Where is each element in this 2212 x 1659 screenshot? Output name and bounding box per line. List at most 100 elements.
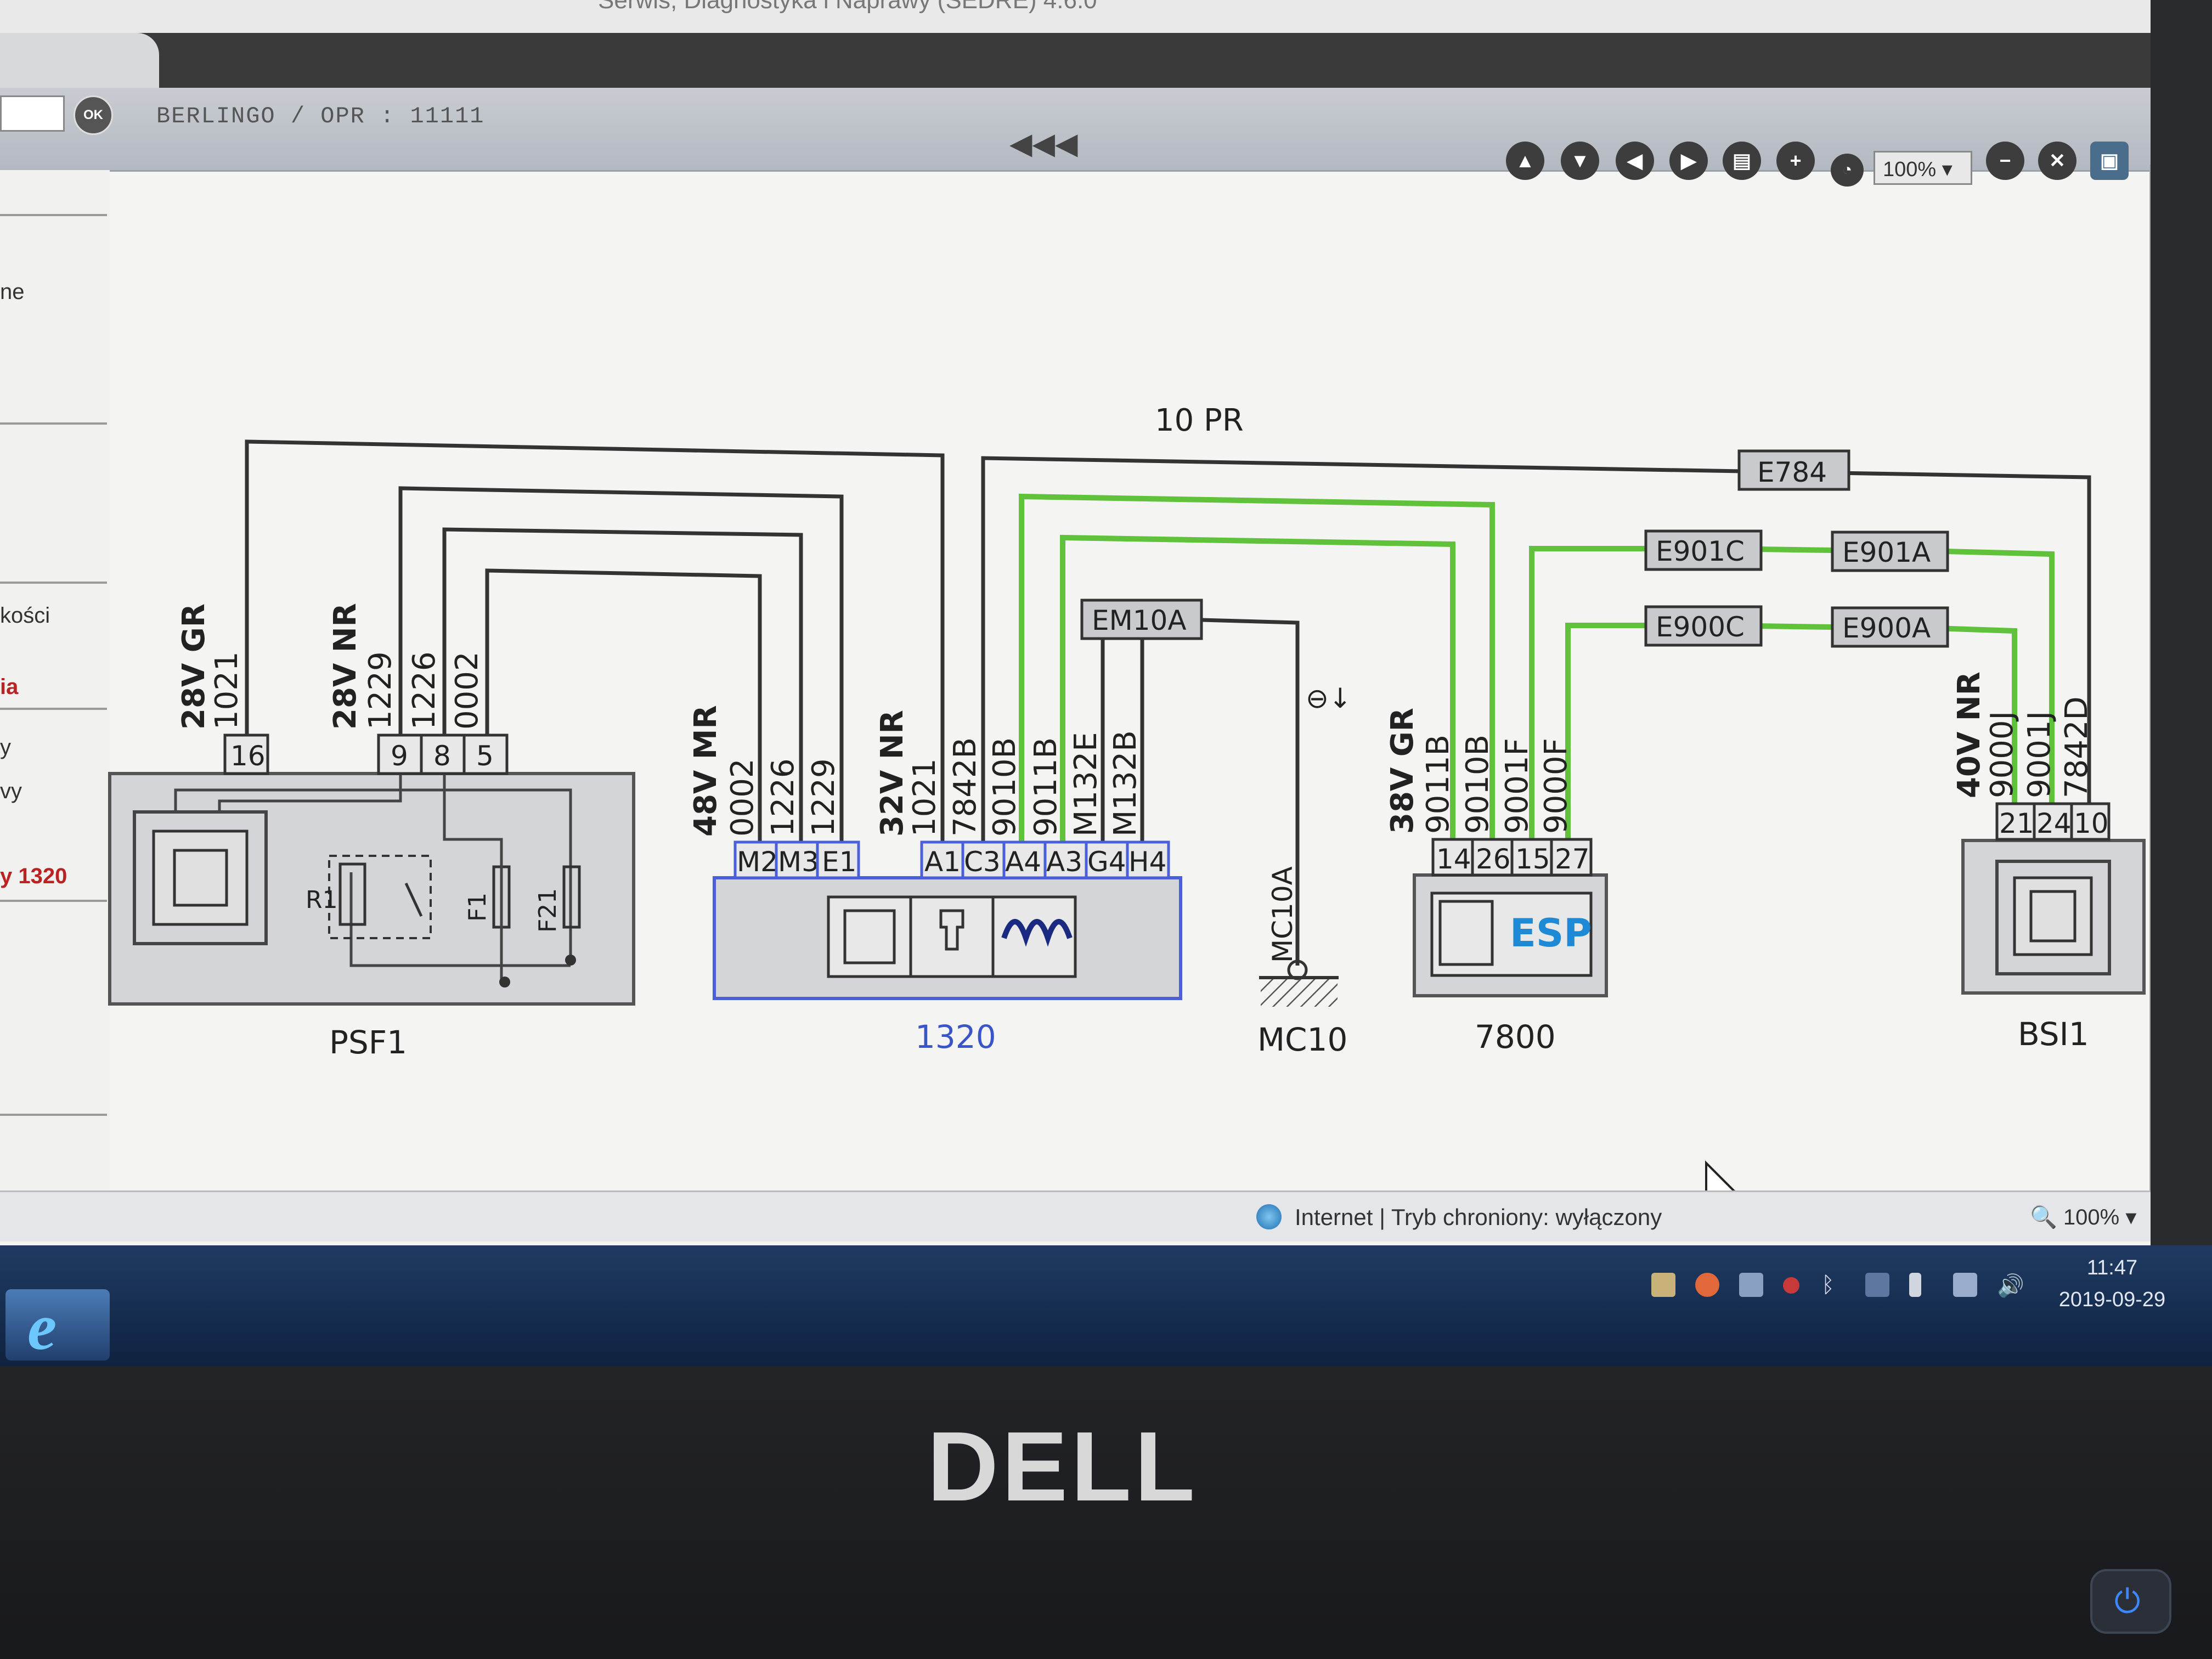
taskbar-clock[interactable]: 11:47 2019-09-29 xyxy=(2052,1252,2172,1316)
pin-label: 14 xyxy=(1436,843,1471,875)
pin-label: M2 xyxy=(737,846,778,878)
internet-explorer-icon: e xyxy=(27,1290,57,1363)
wire-label: 9000J xyxy=(1984,711,2020,798)
wire-label: 9010B xyxy=(1460,735,1496,834)
divider xyxy=(0,214,107,216)
zoom-icon[interactable]: ◔ xyxy=(1831,154,1864,187)
wire-group-label: 32V NR xyxy=(874,710,910,837)
pin-label: A4 xyxy=(1005,846,1041,878)
connector-e900a[interactable]: E900A xyxy=(1831,606,1949,648)
divider xyxy=(0,1114,107,1116)
divider xyxy=(0,900,107,902)
wire-9001f xyxy=(1529,546,1646,839)
pin-label: M3 xyxy=(778,846,819,878)
wire-label: 1229 xyxy=(806,758,842,837)
pin-label: 10 xyxy=(2074,808,2109,839)
laptop-bezel xyxy=(0,1366,2212,1659)
wire-label-mc10a: MC10A xyxy=(1267,866,1299,963)
module-7800[interactable]: ESP xyxy=(1413,873,1608,997)
module-psf1[interactable]: R1 F1 F21 xyxy=(108,768,635,1006)
zoom-in-icon[interactable]: + xyxy=(1776,142,1815,180)
arrow-left-icon[interactable]: ◀ xyxy=(1616,142,1654,180)
wire-label: 9001J xyxy=(2022,711,2057,798)
tray-network-device-icon[interactable] xyxy=(1865,1273,1889,1297)
security-zone-status: Internet | Tryb chroniony: wyłączony xyxy=(1295,1204,1662,1230)
psf1-pins: 16 9 8 5 xyxy=(223,733,509,775)
tray-stop-icon[interactable] xyxy=(1783,1277,1799,1294)
wire-group-label: 28V NR xyxy=(328,603,363,730)
wire-7842 xyxy=(981,456,2091,842)
connector-label: E900C xyxy=(1656,611,1745,643)
close-icon[interactable]: ✕ xyxy=(2038,142,2076,180)
print-icon[interactable]: ▤ xyxy=(1723,142,1761,180)
connector-e900c[interactable]: E900C xyxy=(1644,605,1763,647)
tray-sync-icon[interactable] xyxy=(1695,1273,1719,1297)
wire-label: 7842D xyxy=(2059,696,2095,798)
bluetooth-icon[interactable]: ᛒ xyxy=(1821,1273,1835,1297)
status-zoom[interactable]: 🔍 100% ▾ xyxy=(2030,1205,2137,1229)
connector-e901a[interactable]: E901A xyxy=(1831,531,1949,572)
pin-label: 5 xyxy=(476,740,494,772)
wire-label: 1021 xyxy=(907,758,943,837)
left-panel-item[interactable]: y xyxy=(0,735,11,759)
module-bsi1[interactable] xyxy=(1961,839,2146,995)
network-icon[interactable] xyxy=(1953,1273,1977,1297)
connector-e784[interactable]: E784 xyxy=(1737,449,1850,491)
internet-explorer-taskbar-button[interactable]: e xyxy=(5,1289,110,1363)
clock-time: 11:47 xyxy=(2086,1256,2138,1279)
wire-label: 1226 xyxy=(407,651,442,730)
clock-date: 2019-09-29 xyxy=(2058,1288,2166,1311)
arrow-down-icon[interactable]: ▼ xyxy=(1561,142,1599,180)
wire-9001j xyxy=(1903,548,2055,837)
system-tray: ᛒ 🔊 xyxy=(1651,1273,2035,1306)
wire-label: 9000F xyxy=(1538,738,1574,834)
chip-icon xyxy=(2029,890,2076,943)
pin-label: A3 xyxy=(1046,846,1082,878)
bus-label: 10 PR xyxy=(1155,403,1244,438)
left-panel-item[interactable]: kości xyxy=(0,603,50,628)
wires xyxy=(245,439,2091,966)
rewind-icon[interactable]: ◀◀◀ xyxy=(1009,127,1078,160)
wire-label: 9010B xyxy=(987,737,1023,837)
pin-label: 8 xyxy=(433,740,451,772)
zoom-select[interactable]: 100% ▾ xyxy=(1874,151,1972,185)
vertical-scrollbar[interactable] xyxy=(2149,165,2151,1196)
power-button[interactable]: ⏻ xyxy=(2090,1569,2171,1634)
part-label-r1: R1 xyxy=(306,886,338,914)
module-label-7800: 7800 xyxy=(1475,1018,1556,1056)
volume-icon[interactable]: 🔊 xyxy=(1997,1274,2024,1298)
battery-icon[interactable] xyxy=(1909,1273,1921,1297)
module-label-mc10: MC10 xyxy=(1257,1021,1347,1058)
ground-mc10[interactable] xyxy=(1259,960,1339,1007)
window-title: Serwis, Diagnostyka i Naprawy (SEDRE) 4.… xyxy=(598,0,1097,14)
ok-button[interactable]: OK xyxy=(74,95,113,135)
tray-display-icon[interactable] xyxy=(1739,1273,1763,1297)
connector-e901c[interactable]: E901C xyxy=(1644,529,1763,571)
chip-icon xyxy=(1438,900,1494,966)
m1320-wire-labels: 48V MR 0002 1226 1229 32V NR 1021 7842B … xyxy=(688,705,1143,837)
zoom-out-icon[interactable]: − xyxy=(1986,142,2024,180)
window-titlebar: Serwis, Diagnostyka i Naprawy (SEDRE) 4.… xyxy=(0,0,2151,33)
arrow-up-icon[interactable]: ▲ xyxy=(1506,142,1544,180)
left-panel-item[interactable]: vy xyxy=(0,779,22,803)
search-input[interactable] xyxy=(0,95,65,132)
power-icon: ⏻ xyxy=(2114,1583,2141,1620)
module-1320[interactable] xyxy=(713,876,1182,1000)
injector-icon xyxy=(939,909,964,951)
pin-label: 9 xyxy=(391,740,408,772)
left-panel-item[interactable]: ne xyxy=(0,280,25,304)
m1320-pins: M2 M3 E1 A1 C3 A4 A3 G4 H4 xyxy=(733,840,1170,879)
chip-icon xyxy=(173,849,228,907)
window-icon[interactable]: ▣ xyxy=(2090,142,2129,180)
header-tab[interactable] xyxy=(0,33,159,88)
left-panel-item[interactable]: ia xyxy=(0,675,19,699)
app-toolbar: OK BERLINGO / OPR : 11111 ◀◀◀ ▲ ▼ ◀ ▶ ▤ … xyxy=(0,88,2151,187)
esp-chip-label: ESP xyxy=(1510,911,1592,956)
left-panel-item[interactable]: y 1320 xyxy=(0,864,67,888)
tray-app-icon[interactable] xyxy=(1651,1273,1675,1297)
connector-em10a[interactable]: EM10A xyxy=(1080,599,1203,640)
wire-9010b xyxy=(1019,493,1495,842)
module-label-psf1: PSF1 xyxy=(329,1024,407,1061)
pin-label: A1 xyxy=(924,846,961,878)
arrow-right-icon[interactable]: ▶ xyxy=(1669,142,1708,180)
